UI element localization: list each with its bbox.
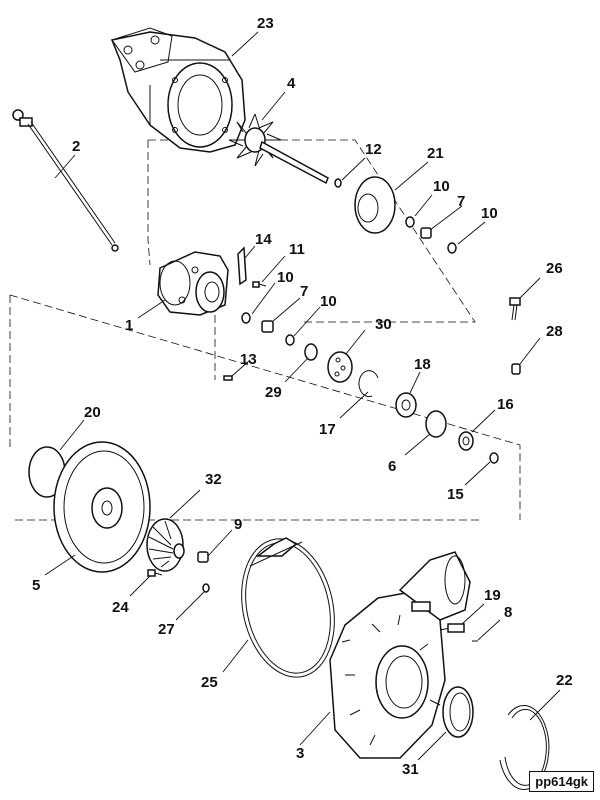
callout-leader-lines	[44, 31, 561, 761]
insert-ring-part-31	[442, 686, 474, 738]
thrust-bearing-part-30	[327, 351, 353, 383]
oil-line-part-2	[12, 109, 119, 252]
retaining-ring-part-22	[499, 705, 550, 790]
ring-part-10-upper-a	[405, 216, 415, 228]
callout-21: 21	[427, 145, 444, 162]
bolt-part-24	[147, 569, 163, 577]
o-ring-part-6	[425, 410, 447, 438]
callout-8: 8	[504, 604, 513, 621]
v-band-clamp-part-25	[241, 537, 335, 678]
figure-reference-code: pp614gk	[529, 771, 594, 792]
ring-part-10-upper-b	[447, 242, 457, 254]
callout-10-upper-b: 10	[481, 205, 498, 222]
ring-part-10-mid-a	[241, 312, 251, 324]
callout-3: 3	[296, 745, 305, 762]
callout-10-mid-b: 10	[320, 293, 337, 310]
ring-part-15	[489, 452, 499, 464]
plate-part-19	[447, 623, 465, 633]
callout-15: 15	[447, 486, 464, 503]
callout-11: 11	[289, 241, 305, 258]
callout-26: 26	[546, 260, 563, 277]
callout-23: 23	[257, 15, 274, 32]
callout-9: 9	[234, 516, 243, 533]
ring-part-12	[334, 178, 342, 188]
callout-28: 28	[546, 323, 563, 340]
callout-17: 17	[319, 421, 336, 438]
screw-part-11	[252, 281, 267, 288]
callout-22: 22	[556, 672, 573, 689]
callout-5: 5	[32, 577, 41, 594]
washer-part-27	[202, 583, 210, 593]
lock-plate-part-14	[237, 246, 247, 286]
callout-4: 4	[287, 75, 296, 92]
callout-2: 2	[72, 138, 81, 155]
callout-25: 25	[201, 674, 218, 691]
callout-18: 18	[414, 356, 431, 373]
nut-part-7-mid	[261, 320, 274, 333]
callout-30: 30	[375, 316, 392, 333]
callout-1: 1	[125, 317, 134, 334]
backplate-part-5	[53, 441, 151, 573]
callout-19: 19	[484, 587, 501, 604]
snap-ring-part-17	[358, 370, 379, 398]
turbine-housing-part-23	[110, 27, 246, 153]
turbine-wheel-shaft-part-4	[228, 113, 329, 185]
callout-31: 31	[402, 761, 419, 778]
callout-32: 32	[205, 471, 222, 488]
ring-part-10-mid-b	[285, 334, 295, 346]
callout-7-upper: 7	[457, 193, 466, 210]
callout-7-mid: 7	[300, 283, 309, 300]
callout-20: 20	[84, 404, 101, 421]
heat-shield-part-21	[354, 176, 396, 234]
callout-16: 16	[497, 396, 514, 413]
callout-27: 27	[158, 621, 175, 638]
callout-24: 24	[112, 599, 129, 616]
callout-10-upper-a: 10	[433, 178, 450, 195]
callout-10-mid-a: 10	[277, 269, 294, 286]
nut-part-9	[197, 551, 209, 563]
compressor-wheel-part-32	[146, 518, 185, 572]
center-housing-part-1	[157, 251, 229, 316]
bearing-part-29	[304, 343, 318, 361]
callout-13: 13	[240, 351, 257, 368]
seal-part-16	[458, 431, 474, 451]
nut-part-7-upper	[420, 227, 432, 239]
callout-14: 14	[255, 231, 272, 248]
thrust-collar-part-18	[395, 392, 417, 418]
compressor-housing-part-3	[329, 551, 471, 759]
pin-part-13	[223, 375, 233, 381]
callout-6: 6	[388, 458, 397, 475]
callout-12: 12	[365, 141, 382, 158]
callout-29: 29	[265, 384, 282, 401]
plug-part-28	[511, 363, 521, 375]
bolt-part-26	[509, 297, 521, 321]
